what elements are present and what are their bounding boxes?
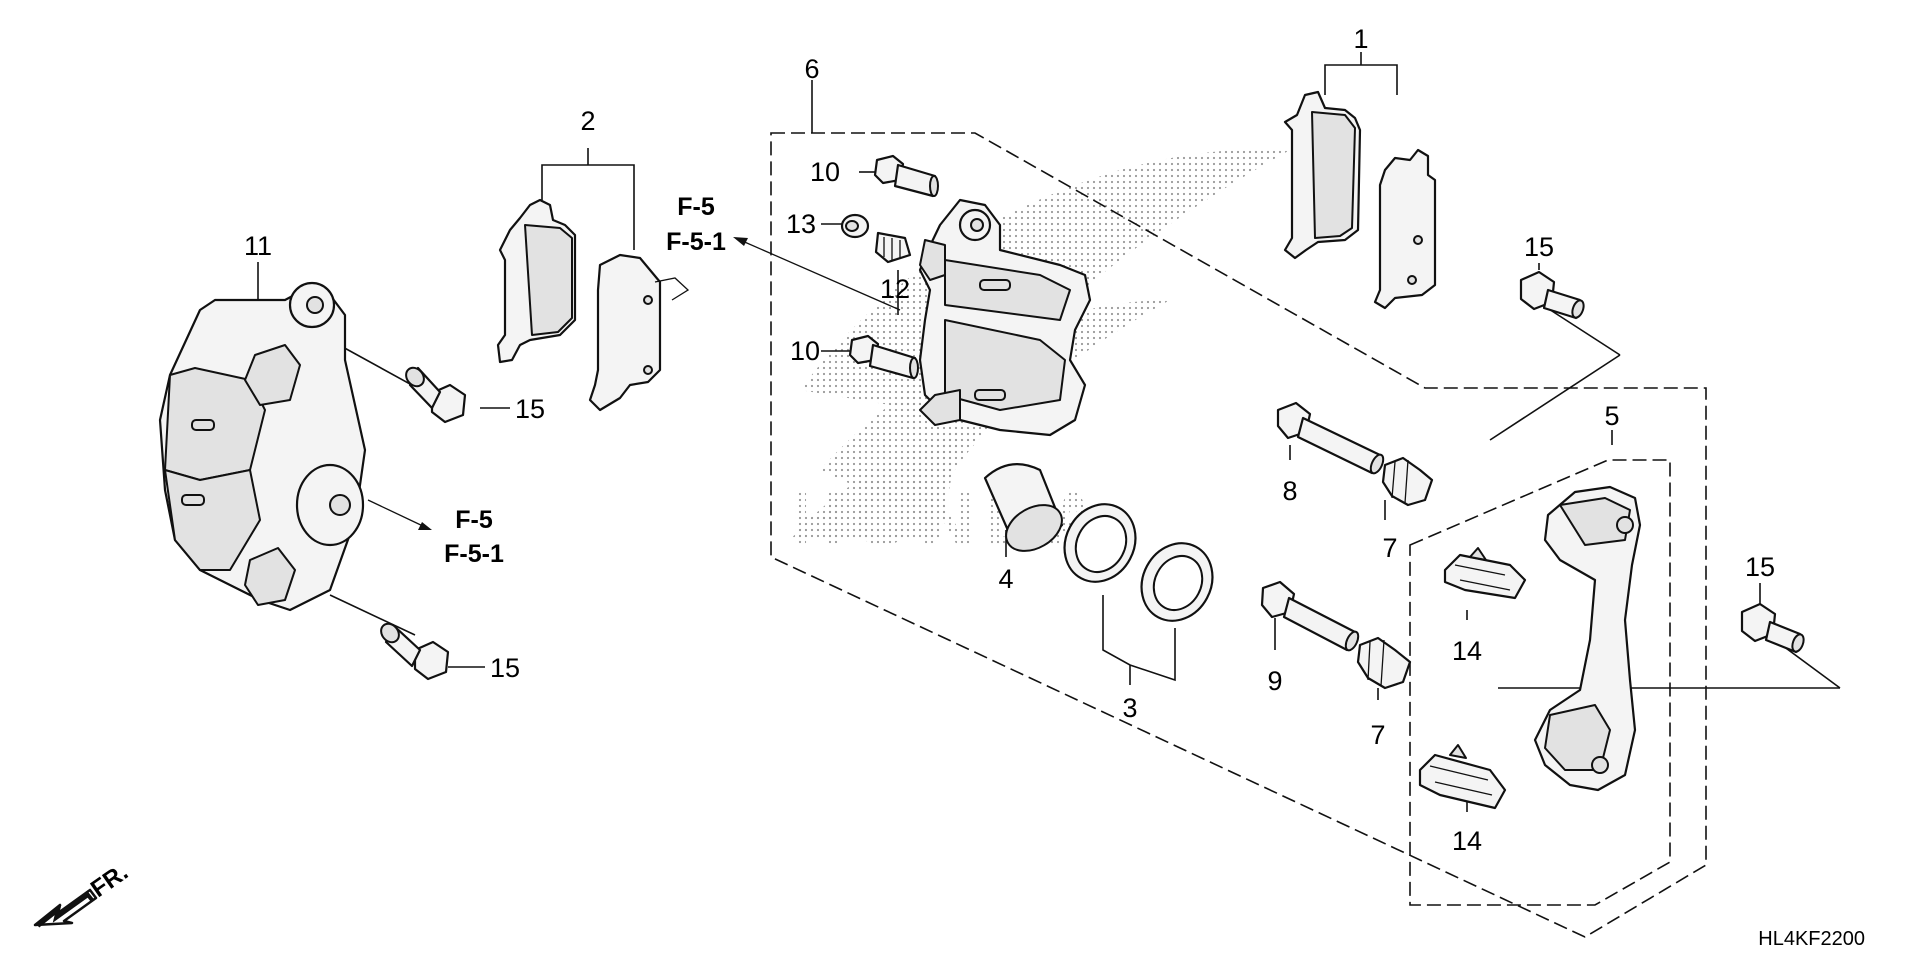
pad-set-1-bracket: [1324, 52, 1398, 95]
callout-13: 13: [786, 209, 816, 239]
callout-15-right-upper: 15: [1524, 232, 1554, 262]
slide-pin-part-9: [1260, 580, 1360, 652]
piston-part-4: [983, 462, 1064, 552]
bracket-assembly-boundary: [1409, 459, 1671, 906]
callout-10-upper: 10: [810, 157, 840, 187]
callout-1: 1: [1353, 24, 1368, 54]
fig-ref-top-line2: F-5-1: [666, 228, 726, 256]
pad-spring-part-14-lower: [1418, 744, 1507, 810]
callout-5: 5: [1604, 401, 1619, 431]
caliper-bracket-part-5: [1533, 485, 1642, 792]
bleeder-cap-part-13: [840, 213, 870, 239]
brake-pad-set-part-2: [496, 198, 690, 412]
fig-ref-top-line1: F-5: [677, 193, 715, 221]
diagram-code: HL4KF2200: [1758, 928, 1865, 950]
callout-9: 9: [1267, 666, 1282, 696]
seal-bracket: [1102, 595, 1176, 685]
pad-spring-part-14-upper: [1443, 547, 1527, 600]
fig-ref-left-line1: F-5: [455, 506, 493, 534]
callout-11: 11: [244, 231, 272, 261]
slide-pin-boot-part-7-upper: [1381, 456, 1434, 507]
caliper-bolt-part-10-upper: [873, 154, 939, 198]
callout-4: 4: [998, 564, 1013, 594]
caliper-bolt-part-10-lower: [848, 334, 919, 380]
callout-12: 12: [880, 274, 910, 304]
callout-7-lower: 7: [1370, 720, 1385, 750]
callout-15-left-lower: 15: [490, 653, 520, 683]
piston-seal-part-3-inner: [1063, 503, 1137, 583]
callout-6: 6: [804, 54, 819, 84]
pad-set-2-bracket: [541, 148, 635, 250]
slide-pin-boot-part-7-lower: [1356, 636, 1412, 690]
caliper-assembly-part-11: [158, 281, 367, 612]
front-direction-arrow: FR.: [33, 859, 133, 928]
bracket-bolt-part-15-left-upper: [405, 366, 467, 424]
caliper-assembly-boundary: [770, 132, 1707, 938]
callout-14-lower: 14: [1452, 826, 1482, 856]
callout-15-right-lower: 15: [1745, 552, 1775, 582]
callout-10-lower: 10: [790, 336, 820, 366]
callout-2: 2: [580, 106, 595, 136]
callout-3: 3: [1122, 693, 1137, 723]
brake-pad-set-part-1: [1283, 90, 1437, 310]
bracket-bolt-part-15-left-lower: [380, 622, 450, 681]
fig-ref-arrows: [367, 237, 901, 530]
caliper-body-part-6: [918, 198, 1092, 437]
bracket-bolt-part-15-right-upper: [1519, 270, 1585, 320]
slide-pin-part-8: [1276, 401, 1385, 475]
callout-15-left-upper: 15: [515, 394, 545, 424]
bleeder-screw-part-12: [874, 231, 912, 264]
fig-ref-left-line2: F-5-1: [444, 540, 504, 568]
dust-seal-part-3-outer: [1140, 542, 1214, 622]
callout-14-upper: 14: [1452, 636, 1482, 666]
callout-7-upper: 7: [1382, 533, 1397, 563]
callout-8: 8: [1282, 476, 1297, 506]
bracket-bolt-part-15-right-lower: [1740, 602, 1805, 654]
